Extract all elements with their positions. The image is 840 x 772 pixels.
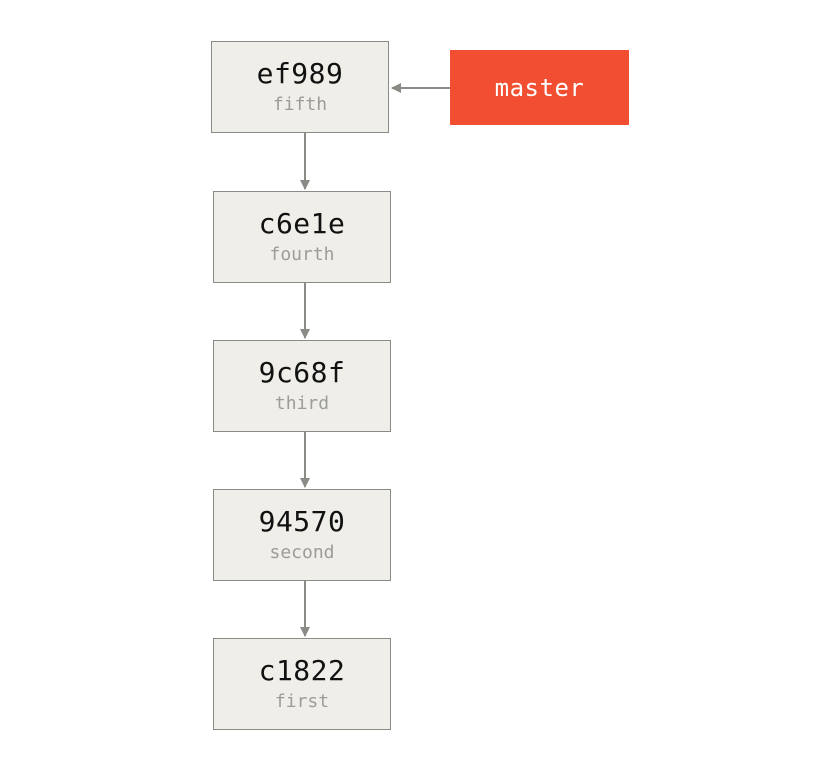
commit-hash: c1822 bbox=[258, 654, 346, 687]
commit-node: 94570 second bbox=[213, 489, 391, 581]
commit-message: third bbox=[274, 393, 330, 414]
commit-hash: ef989 bbox=[256, 57, 344, 90]
commit-node: c6e1e fourth bbox=[213, 191, 391, 283]
commit-hash: 9c68f bbox=[258, 356, 346, 389]
commit-node: 9c68f third bbox=[213, 340, 391, 432]
branch-name: master bbox=[494, 73, 585, 102]
commit-hash: 94570 bbox=[258, 505, 346, 538]
commit-message: fifth bbox=[272, 94, 328, 115]
commit-node: ef989 fifth bbox=[211, 41, 389, 133]
commit-message: first bbox=[274, 691, 330, 712]
commit-node: c1822 first bbox=[213, 638, 391, 730]
commit-message: second bbox=[269, 542, 335, 563]
commit-hash: c6e1e bbox=[258, 207, 346, 240]
branch-label-master: master bbox=[450, 50, 629, 125]
commit-message: fourth bbox=[269, 244, 335, 265]
